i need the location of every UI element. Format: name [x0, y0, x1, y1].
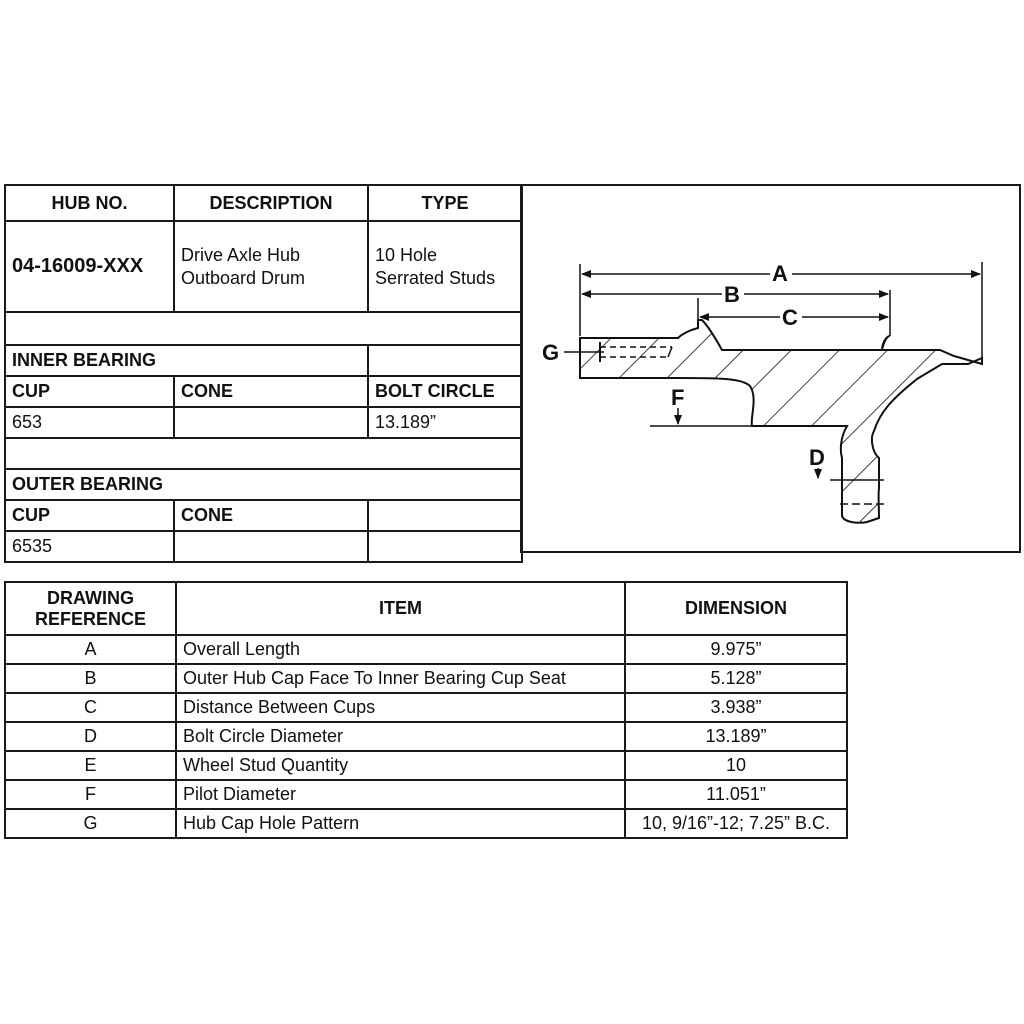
hub-no-header: HUB NO.: [4, 184, 175, 222]
label-f: F: [671, 385, 684, 410]
item-cell: Hub Cap Hole Pattern: [175, 808, 626, 839]
dimension-cell: 13.189”: [624, 721, 848, 752]
dimension-cell: 5.128”: [624, 663, 848, 694]
bolt-circle-value: 13.189”: [367, 406, 523, 439]
outer-cone-label: CONE: [173, 499, 369, 532]
item-cell: Pilot Diameter: [175, 779, 626, 810]
drawing-reference-cell: G: [4, 808, 177, 839]
spacer-row-2: [4, 437, 523, 470]
drawing-reference-header: DRAWING REFERENCE: [4, 581, 177, 636]
dimension-cell: 10, 9/16”-12; 7.25” B.C.: [624, 808, 848, 839]
inner-bearing-label-row: CUP CONE BOLT CIRCLE: [4, 375, 523, 408]
label-b: B: [724, 282, 740, 307]
spec-main-row: 04-16009-XXX Drive Axle Hub Outboard Dru…: [4, 220, 523, 313]
hub-type: 10 Hole Serrated Studs: [367, 220, 523, 313]
outer-bearing-label-row: CUP CONE: [4, 499, 523, 532]
label-d: D: [809, 445, 825, 470]
inner-bearing-title-row: INNER BEARING: [4, 344, 523, 377]
outer-bearing-value-row: 6535: [4, 530, 523, 563]
label-c: C: [782, 305, 798, 330]
dimension-cell: 11.051”: [624, 779, 848, 810]
drawing-reference-cell: E: [4, 750, 177, 781]
outer-bearing-title-row: OUTER BEARING: [4, 468, 523, 501]
outer-label-blank: [367, 499, 523, 532]
drawing-reference-cell: D: [4, 721, 177, 752]
dimension-cell: 9.975”: [624, 634, 848, 665]
label-c-bg: [780, 305, 802, 329]
item-cell: Distance Between Cups: [175, 692, 626, 723]
drawing-reference-cell: B: [4, 663, 177, 694]
description-header: DESCRIPTION: [173, 184, 369, 222]
hub-number: 04-16009-XXX: [4, 220, 175, 313]
item-header: ITEM: [175, 581, 626, 636]
outer-cup-value: 6535: [4, 530, 175, 563]
outer-value-blank: [367, 530, 523, 563]
drawing-reference-cell: C: [4, 692, 177, 723]
item-cell: Outer Hub Cap Face To Inner Bearing Cup …: [175, 663, 626, 694]
label-a: A: [772, 261, 788, 286]
spacer-row: [4, 311, 523, 346]
item-cell: Overall Length: [175, 634, 626, 665]
item-cell: Bolt Circle Diameter: [175, 721, 626, 752]
item-cell: Wheel Stud Quantity: [175, 750, 626, 781]
hub-section-body: [579, 319, 983, 524]
drawing-reference-cell: F: [4, 779, 177, 810]
inner-cone-label: CONE: [173, 375, 369, 408]
outer-bearing-title: OUTER BEARING: [4, 468, 523, 501]
label-g: G: [542, 340, 559, 365]
spacer-cell: [4, 311, 523, 346]
label-b-bg: [722, 282, 744, 306]
bolt-circle-label: BOLT CIRCLE: [367, 375, 523, 408]
hub-spec-table: HUB NO. DESCRIPTION TYPE 04-16009-XXX Dr…: [4, 184, 523, 563]
stud-bore-tip: [667, 346, 673, 358]
ref-header-line-1: DRAWING: [47, 587, 134, 608]
inner-bearing-title-blank: [367, 344, 523, 377]
description-line-2: Outboard Drum: [181, 267, 306, 288]
inner-cup-value: 653: [4, 406, 175, 439]
label-a-bg: [770, 261, 792, 285]
inner-cone-value: [173, 406, 369, 439]
hub-cross-section-drawing: A B C G F D: [520, 184, 1021, 553]
dimension-header: DIMENSION: [624, 581, 848, 636]
outer-cup-label: CUP: [4, 499, 175, 532]
hub-description: Drive Axle Hub Outboard Drum: [173, 220, 369, 313]
type-line-2: Serrated Studs: [375, 267, 496, 288]
inner-cup-label: CUP: [4, 375, 175, 408]
hub-section-svg: A B C G F D: [542, 261, 983, 524]
dimension-header-row: DRAWING REFERENCE ITEM DIMENSION: [4, 581, 848, 636]
spec-header-row: HUB NO. DESCRIPTION TYPE: [4, 184, 523, 222]
type-line-1: 10 Hole: [375, 244, 438, 265]
dimension-cell: 3.938”: [624, 692, 848, 723]
outer-cone-value: [173, 530, 369, 563]
inner-bearing-value-row: 653 13.189”: [4, 406, 523, 439]
inner-bearing-title: INNER BEARING: [4, 344, 369, 377]
description-line-1: Drive Axle Hub: [181, 244, 301, 265]
spacer-cell-2: [4, 437, 523, 470]
dimension-cell: 10: [624, 750, 848, 781]
ref-header-line-2: REFERENCE: [34, 608, 146, 629]
type-header: TYPE: [367, 184, 523, 222]
drawing-reference-cell: A: [4, 634, 177, 665]
